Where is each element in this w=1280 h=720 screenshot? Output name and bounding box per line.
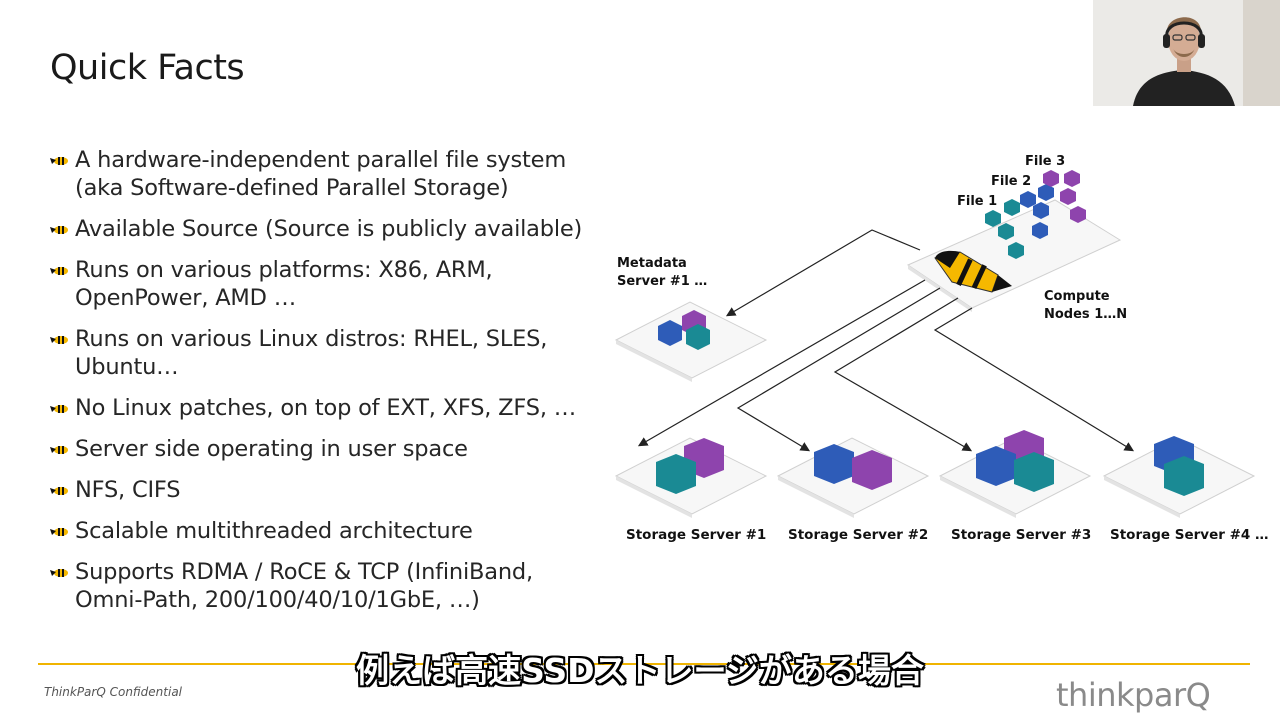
bee-icon [50, 569, 68, 577]
bullet-line: Available Source (Source is publicly ava… [75, 216, 583, 242]
list-item: Server side operating in user space [50, 435, 610, 463]
video-subtitle: 例えば高速SSDストレージがある場合 [356, 651, 924, 690]
bullet-list: A hardware-independent parallel file sys… [50, 146, 610, 627]
bullet-line: Scalable multithreaded architecture [75, 518, 473, 544]
bee-icon [50, 487, 68, 495]
confidential-label: ThinkParQ Confidential [44, 685, 183, 699]
storage-server-1 [614, 437, 768, 518]
bullet-line: Runs on various platforms: X86, ARM, [75, 257, 493, 283]
bullet-line: NFS, CIFS [75, 477, 181, 503]
metadata-server-platform [614, 301, 768, 382]
footer-divider [38, 663, 1250, 665]
file-1-label: File 1 [957, 194, 997, 209]
bee-icon [50, 267, 68, 275]
storage-server-3 [938, 430, 1092, 518]
bullet-line: No Linux patches, on top of EXT, XFS, ZF… [75, 395, 577, 421]
list-item: Available Source (Source is publicly ava… [50, 215, 610, 243]
thinkparq-logo: thinkparQ [1056, 676, 1211, 714]
storage-server-3-label: Storage Server #3 [951, 527, 1091, 543]
bee-icon [50, 528, 68, 536]
bee-icon [50, 446, 68, 454]
bee-icon [50, 336, 68, 344]
bullet-line: OpenPower, AMD … [75, 285, 297, 311]
list-item: No Linux patches, on top of EXT, XFS, ZF… [50, 394, 610, 422]
list-item: Runs on various Linux distros: RHEL, SLE… [50, 325, 610, 381]
list-item: Runs on various platforms: X86, ARM,Open… [50, 256, 610, 312]
file-2-blocks [1020, 184, 1054, 239]
storage-server-2 [776, 437, 930, 518]
file-2-label: File 2 [991, 174, 1031, 189]
metadata-label-line1: Metadata [617, 256, 687, 271]
presenter-figure [1093, 0, 1280, 106]
slide-title: Quick Facts [50, 48, 245, 88]
storage-server-2-label: Storage Server #2 [788, 527, 928, 543]
compute-label-line1: Compute [1044, 289, 1110, 304]
list-item: Supports RDMA / RoCE & TCP (InfiniBand,O… [50, 558, 610, 614]
bee-icon [50, 157, 68, 165]
connection-lines [637, 229, 1135, 452]
bullet-line: Supports RDMA / RoCE & TCP (InfiniBand, [75, 559, 533, 585]
storage-server-4 [1102, 436, 1256, 518]
bullet-line: Runs on various Linux distros: RHEL, SLE… [75, 326, 548, 352]
architecture-diagram: File 1 File 2 File 3 Compute Nodes 1…N M… [614, 154, 1269, 543]
bee-icon [50, 226, 68, 234]
bullet-line: Omni-Path, 200/100/40/10/1GbE, …) [75, 587, 480, 613]
file-1-blocks [985, 199, 1024, 259]
bullet-line: (aka Software-defined Parallel Storage) [75, 175, 509, 201]
bullet-line: Ubuntu… [75, 354, 179, 380]
bullet-line: A hardware-independent parallel file sys… [75, 147, 567, 173]
storage-server-4-label: Storage Server #4 … [1110, 527, 1269, 543]
list-item: NFS, CIFS [50, 476, 610, 504]
list-item: Scalable multithreaded architecture [50, 517, 610, 545]
list-item: A hardware-independent parallel file sys… [50, 146, 610, 202]
file-3-blocks [1043, 170, 1086, 223]
bullet-line: Server side operating in user space [75, 436, 468, 462]
presenter-video [1093, 0, 1280, 106]
bee-icon [934, 250, 1012, 293]
file-3-label: File 3 [1025, 154, 1065, 169]
bee-icon [50, 405, 68, 413]
storage-server-1-label: Storage Server #1 [626, 527, 766, 543]
compute-label-line2: Nodes 1…N [1044, 307, 1127, 322]
metadata-label-line2: Server #1 … [617, 274, 707, 289]
